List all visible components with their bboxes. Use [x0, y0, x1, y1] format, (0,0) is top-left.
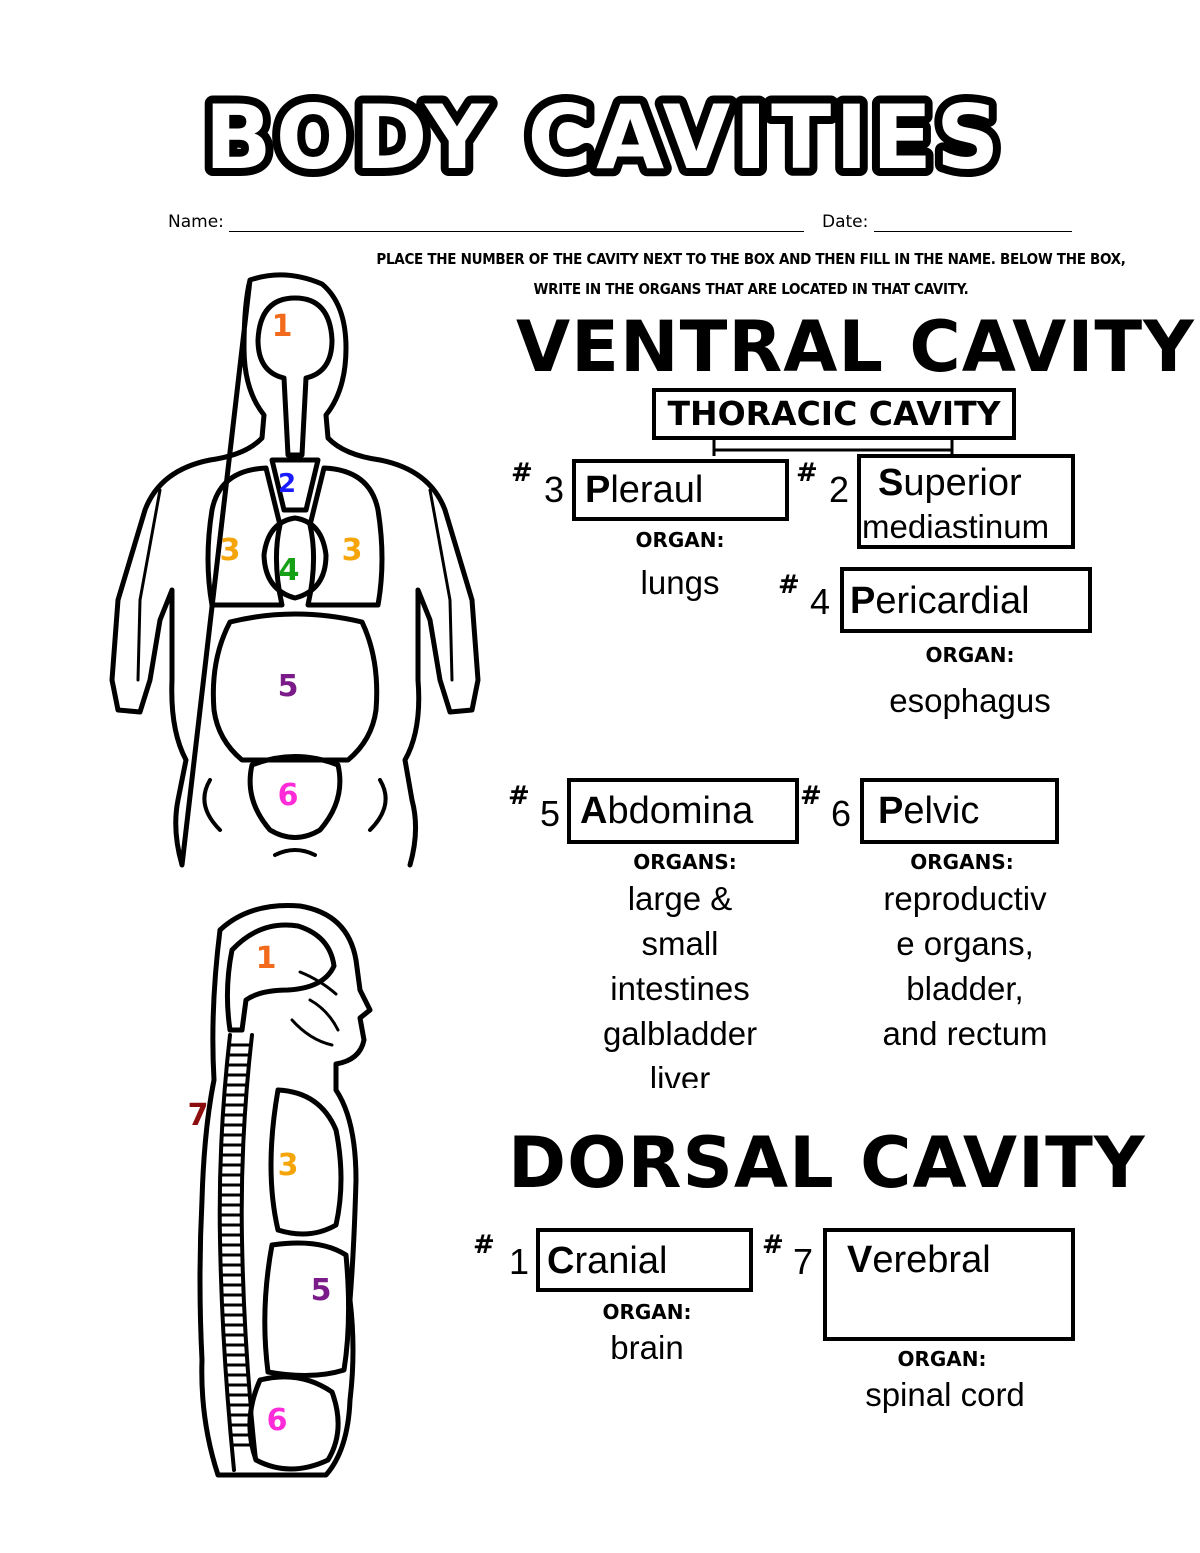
pleural-name[interactable]: Pleraul — [585, 469, 704, 511]
abdominal-box[interactable] — [567, 778, 799, 844]
vertebral-organs[interactable]: spinal cord — [865, 1376, 1025, 1413]
front-label-3-right: 3 — [342, 533, 363, 568]
superior-mediastinum-box[interactable] — [857, 454, 1075, 549]
thoracic-cavity-label: THORACIC CAVITY — [667, 394, 1001, 433]
superior-hash: # — [796, 458, 818, 488]
name-field[interactable]: Name: — [168, 212, 805, 232]
pericardial-box[interactable] — [840, 567, 1092, 633]
ventral-cavity-heading: VENTRAL CAVITY — [516, 306, 1195, 388]
worksheet-title: BODY CAVITIES — [197, 92, 1008, 182]
pericardial-hash: # — [778, 570, 800, 600]
front-label-5: 5 — [278, 669, 299, 704]
pelvic-hash: # — [800, 781, 822, 811]
pelvic-box[interactable] — [860, 778, 1059, 844]
vertebral-box[interactable] — [823, 1228, 1075, 1341]
title-text: BODY CAVITIES — [205, 92, 1004, 182]
superior-number[interactable]: 2 — [829, 469, 850, 510]
cranial-number[interactable]: 1 — [509, 1241, 530, 1282]
abdominal-organs[interactable]: large & small intestines galbladder live… — [602, 880, 758, 1088]
pericardial-organ-label: ORGAN: — [925, 643, 1015, 667]
vertebral-number[interactable]: 7 — [793, 1241, 814, 1282]
date-line[interactable] — [873, 213, 1072, 232]
pleural-hash: # — [511, 458, 533, 488]
cranial-organ-label: ORGAN: — [602, 1300, 692, 1324]
front-label-4: 4 — [279, 553, 300, 588]
side-label-6: 6 — [267, 1403, 288, 1438]
superior-name-line2[interactable]: mediastinum — [862, 508, 1050, 545]
cranial-name[interactable]: Cranial — [547, 1240, 668, 1282]
cranial-box[interactable] — [536, 1228, 753, 1292]
date-field[interactable]: Date: — [822, 212, 1072, 232]
pleural-number[interactable]: 3 — [544, 469, 565, 510]
front-label-1: 1 — [272, 309, 293, 344]
superior-name[interactable]: Superior — [878, 462, 1022, 504]
front-label-3-left: 3 — [220, 533, 241, 568]
side-label-3: 3 — [278, 1148, 299, 1183]
date-label: Date: — [822, 212, 869, 232]
pericardial-organs[interactable]: esophagus — [889, 682, 1051, 719]
abdominal-number[interactable]: 5 — [540, 793, 561, 834]
front-body-figure: 1 2 3 3 4 5 6 — [109, 272, 481, 868]
name-line[interactable] — [229, 213, 805, 232]
pericardial-name[interactable]: Pericardial — [850, 580, 1030, 622]
vertebral-hash: # — [762, 1230, 784, 1260]
vertebral-organ-label: ORGAN: — [897, 1347, 987, 1371]
instruction-line-1: Place the number of the cavity next to t… — [376, 250, 1126, 268]
abdominal-organ-label: ORGANS: — [633, 850, 737, 874]
cranial-hash: # — [473, 1230, 495, 1260]
pericardial-number[interactable]: 4 — [810, 581, 831, 622]
side-label-7: 7 — [188, 1098, 209, 1133]
front-label-6: 6 — [278, 778, 299, 813]
vertebral-name[interactable]: Verebral — [847, 1239, 991, 1281]
pelvic-organs[interactable]: reproductiv e organs, bladder, and rectu… — [882, 880, 1048, 1052]
front-label-2: 2 — [278, 469, 296, 499]
abdominal-name[interactable]: Abdomina — [580, 790, 754, 832]
cranial-organs[interactable]: brain — [610, 1329, 684, 1366]
side-label-1: 1 — [256, 941, 277, 976]
pelvic-number[interactable]: 6 — [831, 793, 852, 834]
name-label: Name: — [168, 212, 224, 232]
side-body-figure: 1 7 3 5 6 — [188, 903, 373, 1478]
abdominal-hash: # — [508, 781, 530, 811]
dorsal-cavity-heading: DORSAL CAVITY — [508, 1122, 1146, 1204]
pleural-box[interactable] — [572, 459, 789, 521]
vertebrae — [219, 1043, 255, 1447]
side-label-5: 5 — [311, 1273, 332, 1308]
pelvic-name[interactable]: Pelvic — [878, 790, 980, 832]
thoracic-cavity-box — [652, 388, 1016, 440]
pleural-organs[interactable]: lungs — [640, 564, 720, 601]
pelvic-organ-label: ORGANS: — [910, 850, 1014, 874]
instruction-line-2: write in the organs that are located in … — [533, 280, 969, 298]
pleural-organ-label: ORGAN: — [635, 528, 725, 552]
